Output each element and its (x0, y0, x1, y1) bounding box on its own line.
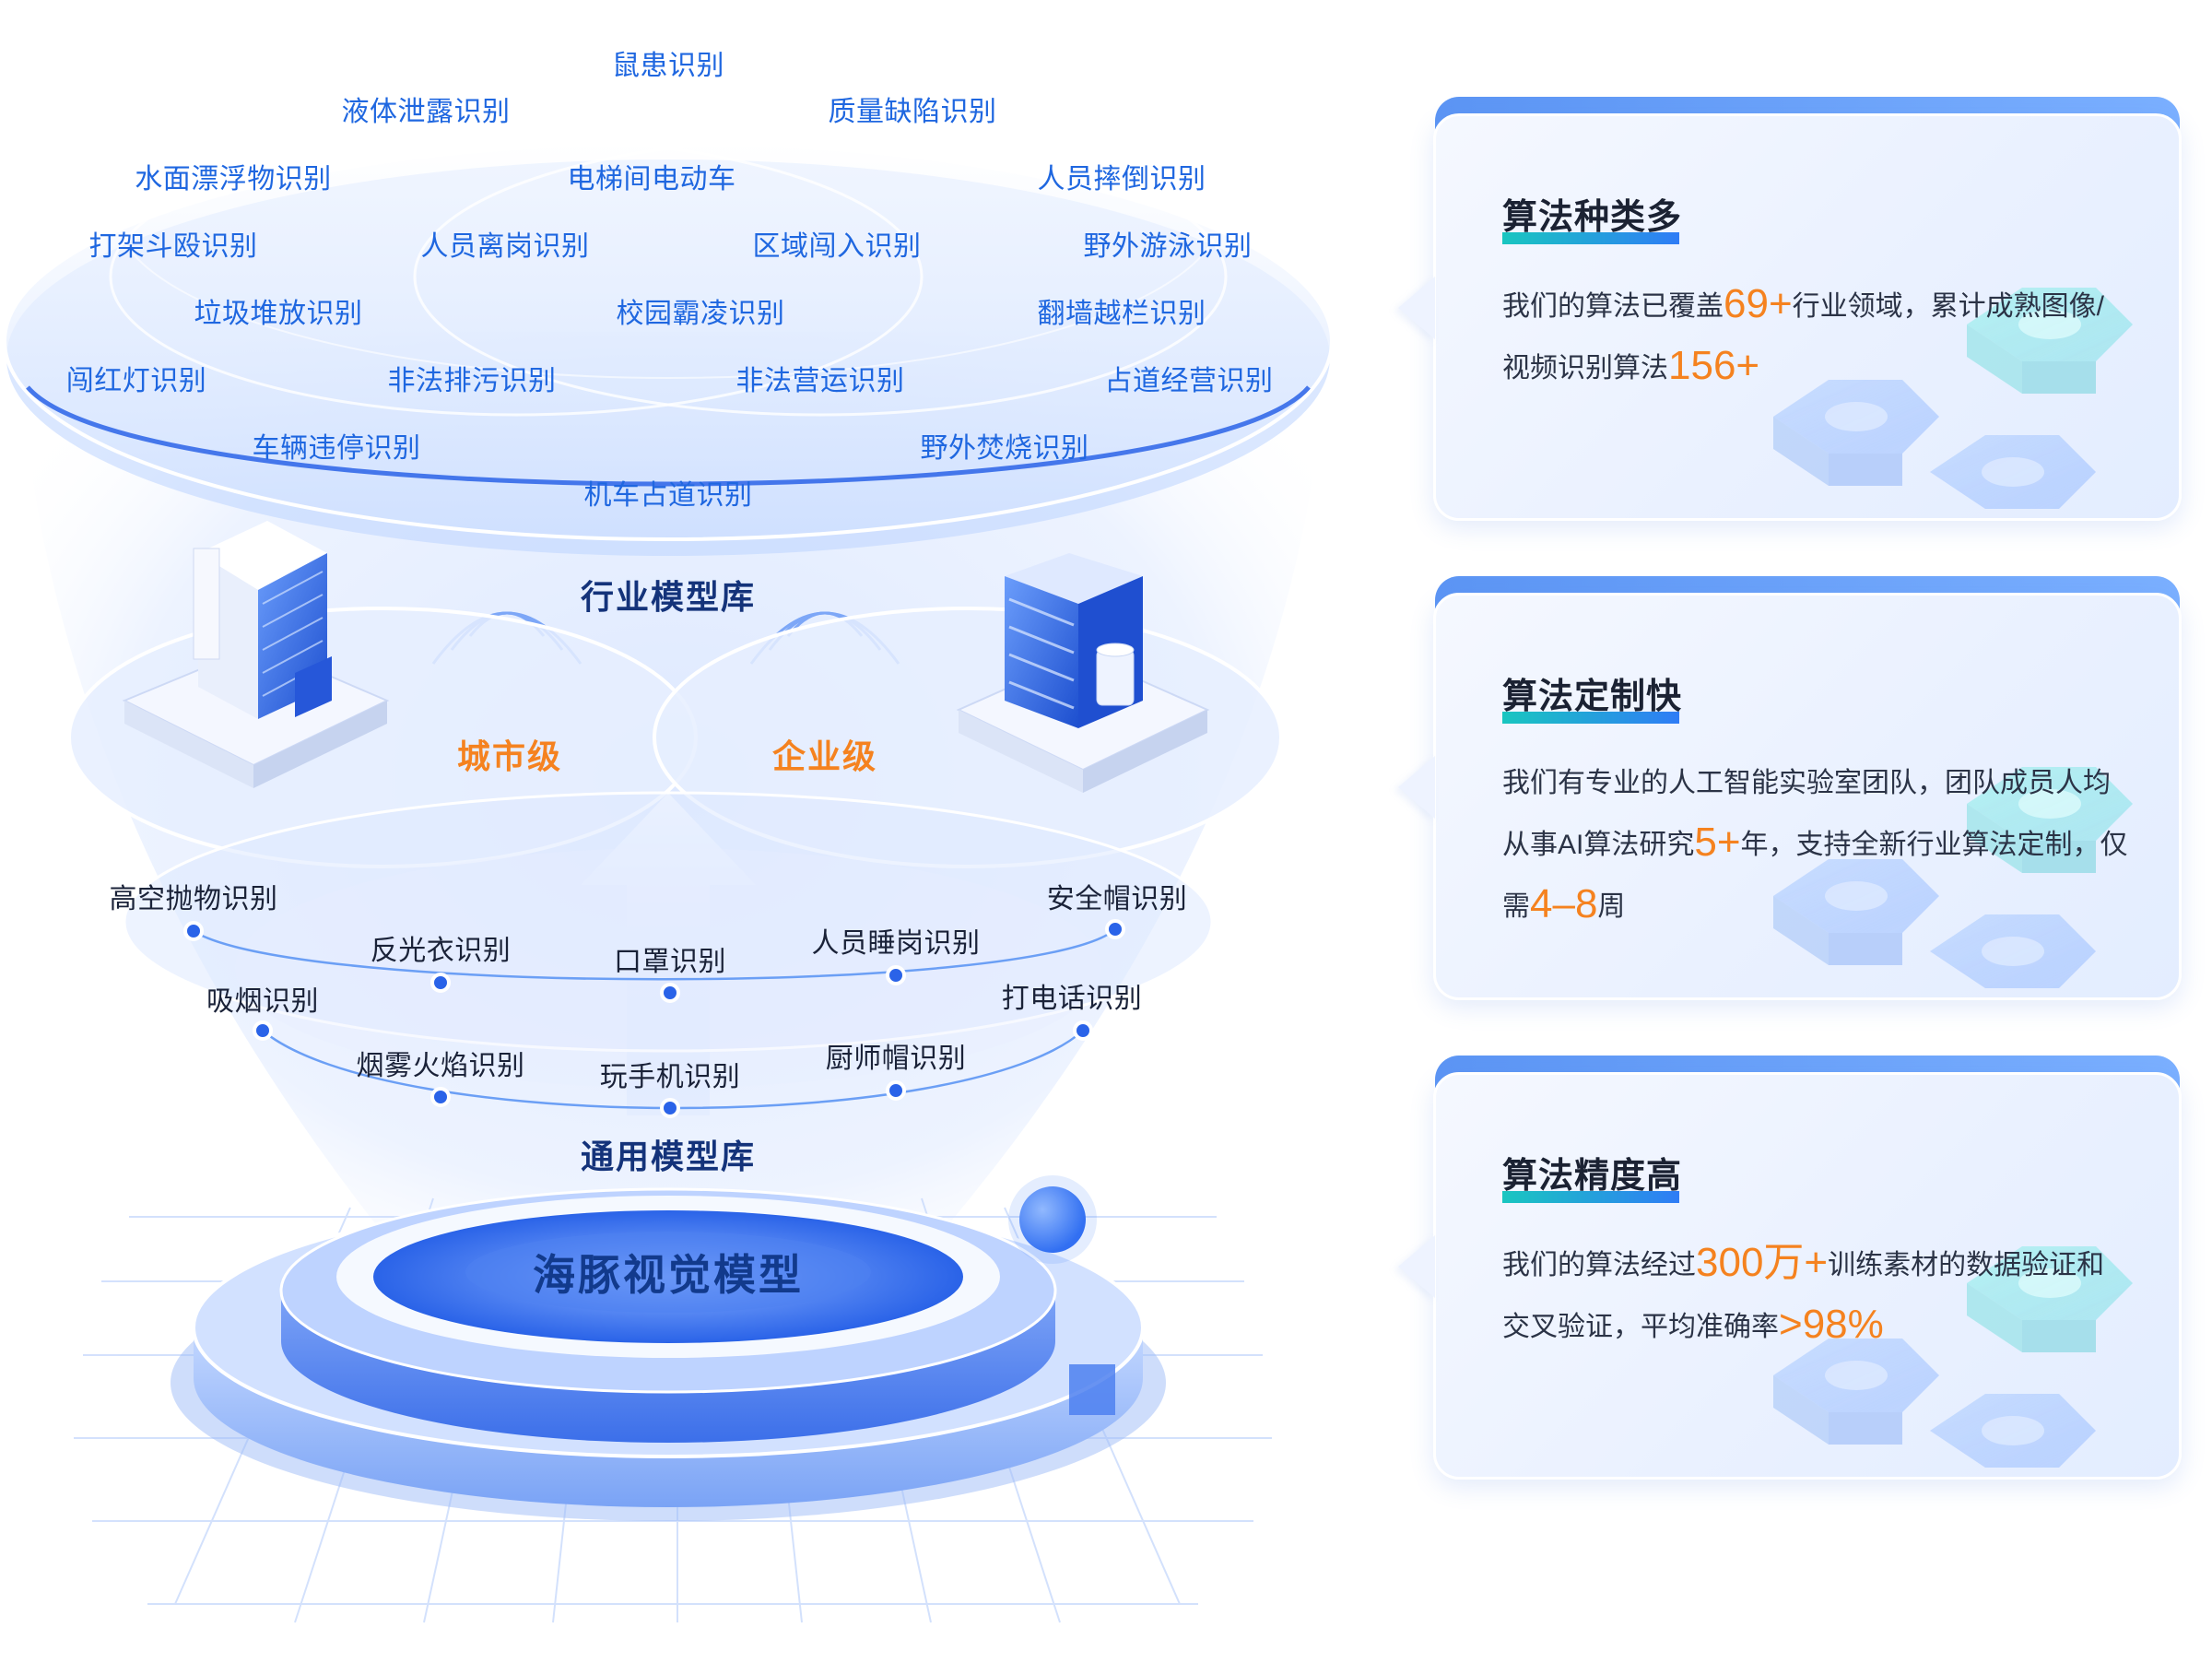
industry-model-item: 垃圾堆放识别 (194, 299, 363, 329)
base-model-title: 海豚视觉模型 (533, 1251, 804, 1299)
ring-dot (660, 983, 680, 1003)
industry-model-item: 野外游泳识别 (1083, 231, 1253, 262)
card-body: 算法精度高我们的算法经过300万+训练素材的数据验证和交叉验证，平均准确率>98… (1433, 1072, 2182, 1480)
industry-model-item: 人员摔倒识别 (1037, 164, 1206, 195)
industry-model-item: 质量缺陷识别 (828, 97, 997, 127)
industry-model-item: 鼠患识别 (612, 51, 724, 81)
general-model-item: 反光衣识别 (370, 936, 512, 966)
enterprise-building-graphic (956, 553, 1210, 793)
industry-disc (3, 141, 1334, 541)
highlight-number: 300万+ (1696, 1240, 1829, 1285)
industry-model-item: 车辆违停识别 (252, 433, 421, 464)
industry-library-title: 行业模型库 (580, 578, 757, 616)
industry-model-item: 野外焚烧识别 (920, 433, 1089, 464)
card-description: 我们有专业的人工智能实验室团队，团队成员人均从事AI算法研究5+年，支持全新行业… (1502, 754, 2129, 937)
hexagon-decoration-icon (1755, 1219, 2160, 1477)
industry-disc-rim (26, 385, 1311, 487)
industry-model-item: 机车占道识别 (583, 480, 753, 511)
card-title-underline (1502, 712, 1679, 724)
general-model-item: 打电话识别 (1001, 984, 1143, 1014)
general-library-title: 通用模型库 (580, 1138, 757, 1175)
general-disc (123, 791, 1214, 1053)
general-model-item: 安全帽识别 (1046, 884, 1188, 914)
general-model-item: 人员睡岗识别 (811, 928, 981, 959)
card-body: 算法定制快我们有专业的人工智能实验室团队，团队成员人均从事AI算法研究5+年，支… (1433, 593, 2182, 1000)
industry-model-item: 闯红灯识别 (65, 366, 207, 396)
description-text: 训练素材的数据验证和交叉验证，平均准确率 (1502, 1250, 2105, 1342)
card-description: 我们的算法已覆盖69+行业领域，累计成熟图像/视频识别算法156+ (1502, 275, 2129, 398)
general-model-item: 高空抛物识别 (109, 884, 278, 914)
feature-card: 算法种类多我们的算法已覆盖69+行业领域，累计成熟图像/视频识别算法156+ (1398, 97, 2182, 521)
industry-model-item: 校园霸凌识别 (616, 299, 785, 329)
card-description: 我们的算法经过300万+训练素材的数据验证和交叉验证，平均准确率>98% (1502, 1233, 2129, 1357)
industry-model-item: 非法营运识别 (735, 366, 905, 396)
card-title: 算法种类多 (1502, 198, 1683, 237)
general-model-item: 吸烟识别 (206, 986, 319, 1017)
industry-model-item: 人员离岗识别 (420, 231, 590, 262)
description-text: 年，支持全新行业算法定制，仅需 (1502, 830, 2128, 922)
ring-dot (1073, 1020, 1093, 1041)
highlight-number: 5+ (1694, 820, 1741, 865)
card-pointer (1398, 756, 1435, 819)
enterprise-level-label: 企业级 (771, 737, 878, 775)
feature-card: 算法定制快我们有专业的人工智能实验室团队，团队成员人均从事AI算法研究5+年，支… (1398, 576, 2182, 1000)
card-pointer (1398, 1235, 1435, 1298)
base-platform (171, 1187, 1166, 1521)
industry-model-item: 电梯间电动车 (567, 164, 736, 195)
ring-dot (430, 973, 451, 993)
description-text: 我们的算法经过 (1502, 1250, 1696, 1280)
general-ring-top (193, 928, 1116, 981)
industry-model-item: 区域闯入识别 (752, 231, 922, 262)
industry-model-item: 水面漂浮物识别 (135, 164, 332, 195)
ring-dot (886, 965, 906, 985)
card-title: 算法定制快 (1502, 678, 1683, 716)
industry-model-item: 液体泄露识别 (341, 97, 511, 127)
card-title: 算法精度高 (1502, 1157, 1683, 1196)
ring-dot (1105, 919, 1125, 939)
ring-dot (886, 1080, 906, 1101)
industry-model-item: 占道经营识别 (1104, 366, 1274, 396)
hexagon-decoration-icon (1755, 739, 2160, 997)
highlight-number: 69+ (1724, 281, 1793, 326)
ring-dot (430, 1087, 451, 1107)
description-text: 周 (1597, 891, 1626, 922)
city-building-graphic (122, 521, 390, 788)
highlight-number: 156+ (1668, 343, 1760, 388)
highlight-number: >98% (1779, 1302, 1884, 1347)
card-body: 算法种类多我们的算法已覆盖69+行业领域，累计成熟图像/视频识别算法156+ (1433, 113, 2182, 521)
description-text: 行业领域，累计成熟图像/视频识别算法 (1502, 291, 2104, 383)
general-model-item: 口罩识别 (614, 947, 726, 977)
card-title-underline (1502, 1191, 1679, 1203)
general-model-item: 厨师帽识别 (825, 1044, 967, 1074)
industry-model-item: 非法排污识别 (387, 366, 557, 396)
feature-card: 算法精度高我们的算法经过300万+训练素材的数据验证和交叉验证，平均准确率>98… (1398, 1056, 2182, 1480)
ring-dot (660, 1098, 680, 1118)
city-level-label: 城市级 (456, 737, 563, 775)
ring-dots (183, 919, 1125, 1118)
card-title-underline (1502, 232, 1679, 244)
hexagon-decoration-icon (1755, 260, 2160, 518)
card-pointer (1398, 277, 1435, 339)
general-model-item: 烟雾火焰识别 (356, 1051, 525, 1081)
highlight-number: 4–8 (1530, 881, 1598, 926)
floating-orb (1019, 1186, 1086, 1253)
industry-model-item: 翻墙越栏识别 (1037, 299, 1206, 329)
general-model-item: 玩手机识别 (599, 1062, 741, 1092)
description-text: 我们有专业的人工智能实验室团队，团队成员人均从事AI算法研究 (1502, 768, 2111, 860)
industry-model-item: 打架斗殴识别 (88, 231, 258, 262)
description-text: 我们的算法已覆盖 (1502, 291, 1724, 322)
ring-dot (183, 921, 204, 941)
ring-dot (253, 1020, 273, 1041)
